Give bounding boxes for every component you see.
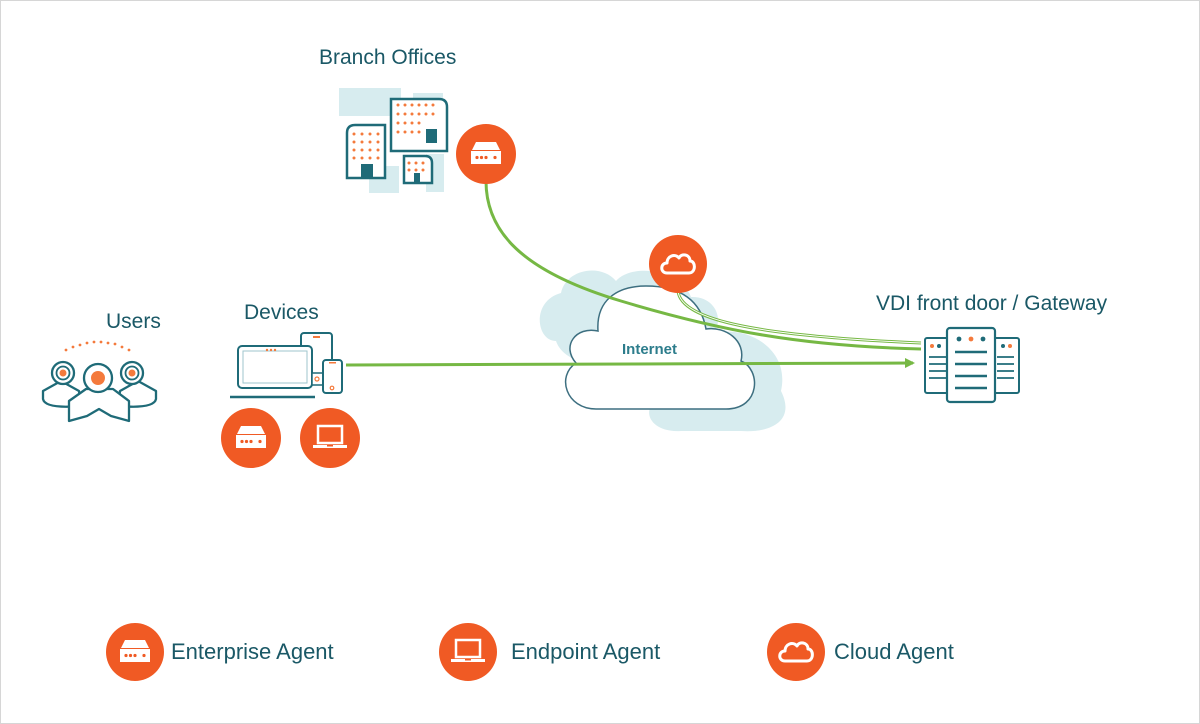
- connection-branch-to-gateway: [484, 180, 922, 351]
- devices-enterprise-agent[interactable]: [221, 408, 281, 468]
- devices-icon: [230, 332, 343, 399]
- gateway-server-icon: [924, 326, 1020, 404]
- enterprise-agent-icon: [471, 142, 501, 164]
- devices-endpoint-agent[interactable]: [300, 408, 360, 468]
- branch-window-dots: [352, 103, 435, 172]
- internet-label: Internet: [622, 341, 678, 358]
- legend-enterprise-agent-label: Enterprise Agent: [171, 639, 334, 664]
- enterprise-agent-icon: [120, 640, 150, 662]
- connection-cloud-to-gateway-inner: [677, 290, 922, 344]
- devices-label: Devices: [244, 301, 319, 324]
- users-icon: [41, 340, 158, 423]
- legend-enterprise-agent-badge: [106, 623, 164, 681]
- internet-cloud-agent[interactable]: [649, 235, 707, 293]
- legend-endpoint-agent-badge: [439, 623, 497, 681]
- branch-offices-icon: [339, 88, 449, 193]
- connections: [345, 180, 922, 369]
- legend-cloud-agent-label: Cloud Agent: [834, 639, 954, 664]
- legend-cloud-agent-badge: [767, 623, 825, 681]
- users-label: Users: [106, 310, 161, 333]
- branch-enterprise-agent[interactable]: [456, 124, 516, 184]
- connection-devices-to-gateway: [345, 358, 915, 369]
- gateway-label: VDI front door / Gateway: [876, 292, 1108, 315]
- branch-offices-label: Branch Offices: [319, 46, 457, 69]
- enterprise-agent-icon: [236, 426, 266, 448]
- legend-endpoint-agent-label: Endpoint Agent: [511, 639, 661, 664]
